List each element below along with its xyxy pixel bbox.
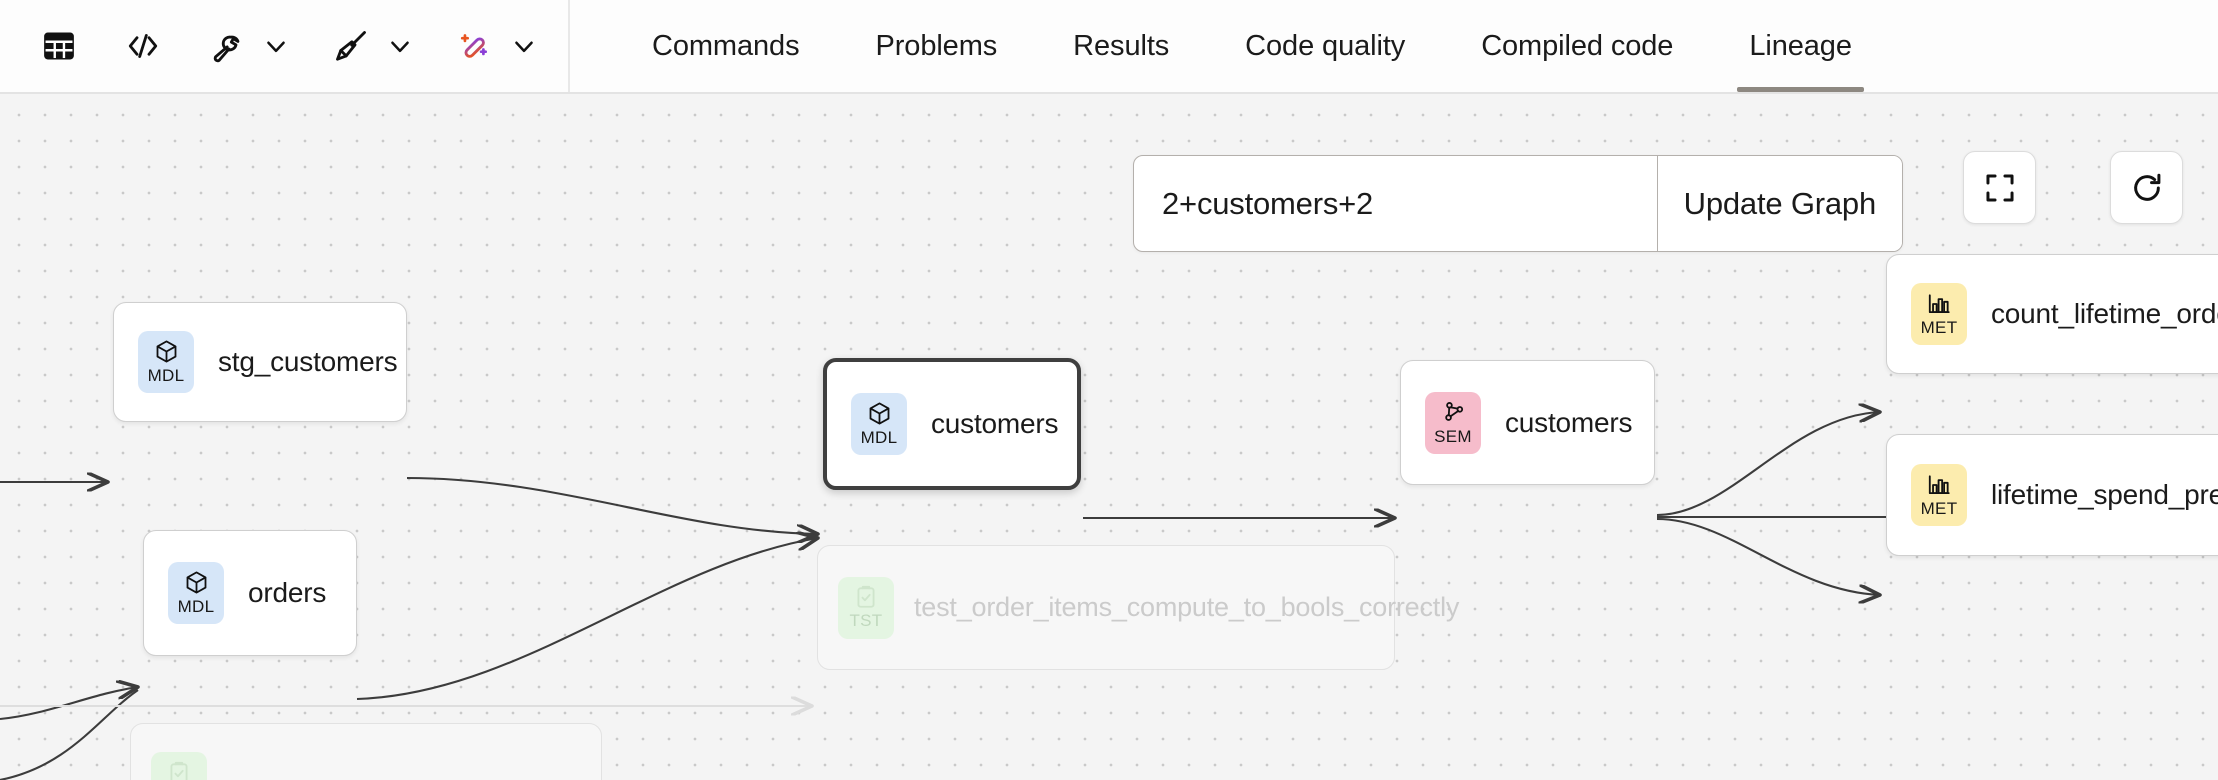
tab-label: Results [1073,29,1170,62]
mdl-badge: MDL [851,393,907,455]
node-count-lifetime-orders[interactable]: MET count_lifetime_orders [1886,254,2218,374]
node-label: test_order_items_compute_to_bools_correc… [914,591,1460,622]
wrench-icon[interactable] [198,17,256,75]
tab-bar: Commands Problems Results Code quality C… [570,0,1890,92]
badge-label: TST [849,611,883,630]
badge-label: MET [1920,317,1958,337]
node-orders[interactable]: MDL orders [143,530,357,656]
met-badge: MET [1911,283,1967,345]
tab-label: Commands [652,29,800,62]
tst-badge: TST [838,576,894,639]
lineage-edges [0,94,1886,780]
node-label: customers [931,408,1059,439]
wrench-chevron-down-icon[interactable] [256,17,296,75]
tab-compiled-code[interactable]: Compiled code [1443,0,1711,92]
node-label: count_lifetime_orders [1991,298,2218,329]
table-view-icon[interactable] [30,17,88,75]
tab-results[interactable]: Results [1035,0,1207,92]
node-label: stg_customers [218,346,398,377]
node-test-order-items[interactable]: TST test_order_items_compute_to_bools_co… [817,545,1460,670]
badge-label: MDL [860,428,898,447]
tab-label: Compiled code [1481,29,1674,62]
edge-sem-to-lifetime-spend-pretax [1656,517,1880,595]
edge-orders-to-customers [356,538,818,701]
edge-sem-to-count-lifetime-orders [1656,412,1880,517]
tab-problems[interactable]: Problems [837,0,1035,92]
mdl-badge: MDL [168,562,224,624]
edge-in-orders-a [0,687,138,721]
tst-badge: TST [151,752,207,780]
ai-wand-icon[interactable] [446,17,504,75]
badge-label: MDL [177,597,215,616]
node-label: orders [248,577,327,608]
refresh-button[interactable] [2110,151,2183,224]
edge-stg-customers-to-customers [406,476,818,534]
node-customers-semantic[interactable]: SEM customers [1400,360,1655,485]
node-stg-customers[interactable]: MDL stg_customers [113,302,407,422]
badge-label: MET [1920,498,1958,518]
toolbar-icon-group [0,0,570,92]
tab-label: Code quality [1245,29,1406,62]
broom-chevron-down-icon[interactable] [380,17,420,75]
ai-chevron-down-icon[interactable] [504,17,544,75]
met-badge: MET [1911,464,1967,526]
node-customers-model[interactable]: MDL customers [823,358,1081,490]
fit-view-button[interactable] [1963,151,2036,224]
node-lifetime-spend-pretax[interactable]: MET lifetime_spend_pretax [1886,434,2218,556]
node-bottom-test-partial[interactable]: TST [130,723,602,780]
tab-commands[interactable]: Commands [614,0,837,92]
graph-selector-input[interactable] [1134,156,1657,251]
badge-label: SEM [1434,426,1472,446]
tab-lineage[interactable]: Lineage [1711,0,1890,92]
lineage-canvas[interactable]: MDL stg_customers MDL orders MDL custome… [0,94,2218,780]
top-toolbar: Commands Problems Results Code quality C… [0,0,2218,94]
mdl-badge: MDL [138,331,194,393]
graph-selector-bar: Update Graph [1133,155,1903,252]
tab-code-quality[interactable]: Code quality [1207,0,1443,92]
sem-badge: SEM [1425,391,1481,454]
tab-label: Problems [875,29,998,62]
node-label: lifetime_spend_pretax [1991,479,2218,510]
tab-label: Lineage [1749,29,1852,62]
badge-label: MDL [147,366,185,385]
node-label: customers [1505,406,1633,438]
broom-icon[interactable] [322,17,380,75]
update-graph-button[interactable]: Update Graph [1656,156,1902,251]
edge-in-orders-b [0,689,139,780]
code-view-icon[interactable] [114,17,172,75]
